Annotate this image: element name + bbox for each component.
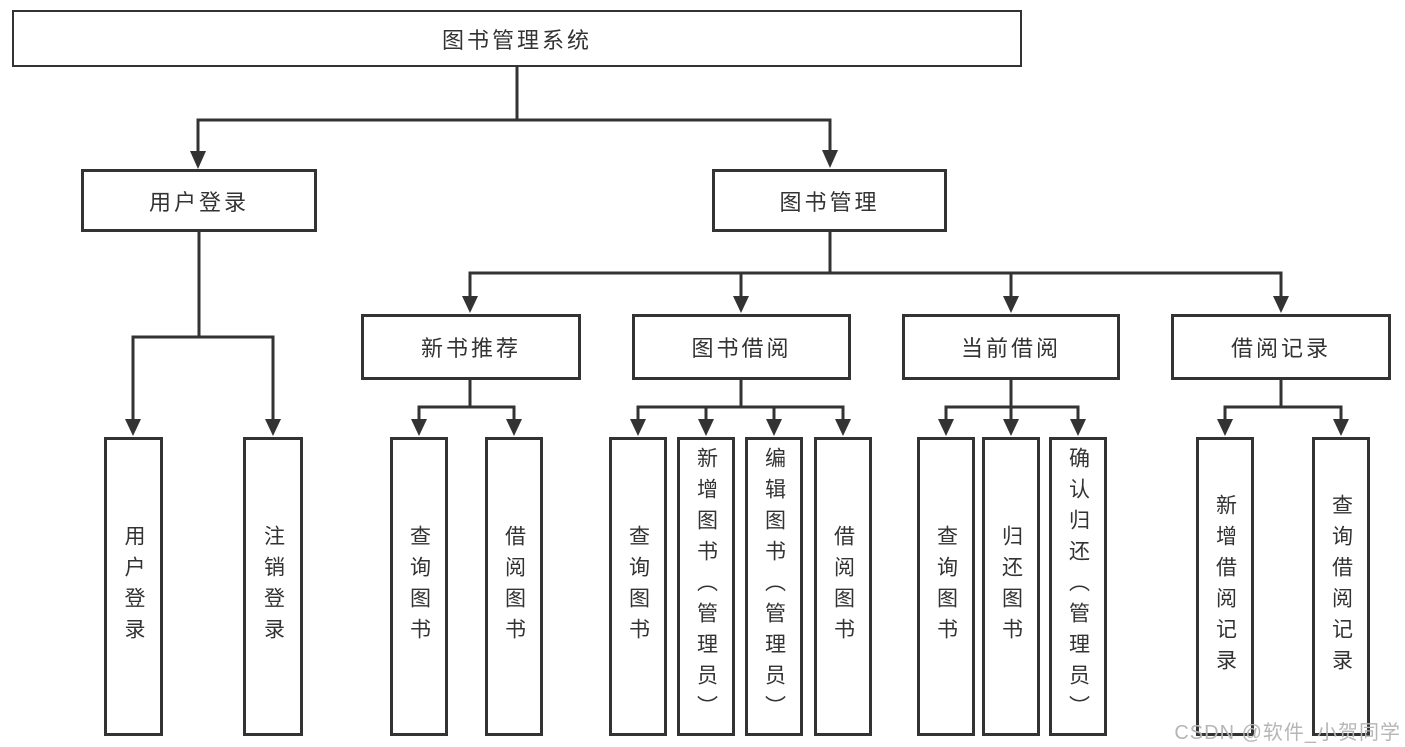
node-label: 注销登录 bbox=[261, 524, 285, 649]
node-label: 借阅记录 bbox=[1230, 336, 1331, 361]
leaf-add-book-admin: 新增图书（管理员） bbox=[677, 437, 735, 736]
node-label: 新增借阅记录 bbox=[1213, 493, 1237, 680]
node-user-login: 用户登录 bbox=[81, 169, 317, 232]
csdn-watermark: CSDN @软件_小贺同学 bbox=[1174, 722, 1401, 744]
node-label: 借阅图书 bbox=[831, 524, 855, 649]
leaf-edit-book-admin: 编辑图书（管理员） bbox=[745, 437, 803, 736]
leaf-query-book-3: 查询图书 bbox=[917, 437, 975, 736]
node-label: 查询借阅记录 bbox=[1329, 493, 1353, 680]
leaf-query-borrow-record: 查询借阅记录 bbox=[1312, 437, 1370, 736]
leaf-borrow-book-1: 借阅图书 bbox=[485, 437, 543, 736]
node-label: 新增图书（管理员） bbox=[694, 447, 718, 726]
node-label: 查询图书 bbox=[407, 524, 431, 649]
leaf-return-book: 归还图书 bbox=[982, 437, 1040, 736]
node-label: 编辑图书（管理员） bbox=[762, 447, 786, 726]
leaf-borrow-book-2: 借阅图书 bbox=[814, 437, 872, 736]
node-label: 归还图书 bbox=[999, 524, 1023, 649]
node-book-management: 图书管理 bbox=[712, 169, 947, 232]
node-label: 图书管理系统 bbox=[441, 27, 592, 53]
node-book-borrow: 图书借阅 bbox=[632, 314, 851, 380]
node-label: 借阅图书 bbox=[502, 524, 526, 649]
node-label: 用户登录 bbox=[122, 524, 145, 649]
leaf-confirm-return-admin: 确认归还（管理员） bbox=[1049, 437, 1107, 736]
node-root-system: 图书管理系统 bbox=[12, 10, 1022, 67]
node-label: 图书借阅 bbox=[691, 336, 792, 361]
node-label: 查询图书 bbox=[626, 524, 650, 649]
node-label: 用户登录 bbox=[148, 189, 249, 215]
node-label: 新书推荐 bbox=[420, 336, 521, 361]
node-new-book-recommend: 新书推荐 bbox=[361, 314, 581, 380]
node-label: 确认归还（管理员） bbox=[1066, 447, 1090, 726]
leaf-add-borrow-record: 新增借阅记录 bbox=[1196, 437, 1254, 736]
node-label: 图书管理 bbox=[779, 189, 880, 215]
leaf-query-book-1: 查询图书 bbox=[390, 437, 448, 736]
node-borrow-records: 借阅记录 bbox=[1171, 314, 1391, 380]
node-label: 查询图书 bbox=[934, 524, 958, 649]
leaf-logout: 注销登录 bbox=[243, 437, 303, 736]
leaf-user-login: 用户登录 bbox=[104, 437, 163, 736]
node-current-borrow: 当前借阅 bbox=[902, 314, 1120, 380]
leaf-query-book-2: 查询图书 bbox=[609, 437, 667, 736]
node-label: 当前借阅 bbox=[960, 336, 1061, 361]
